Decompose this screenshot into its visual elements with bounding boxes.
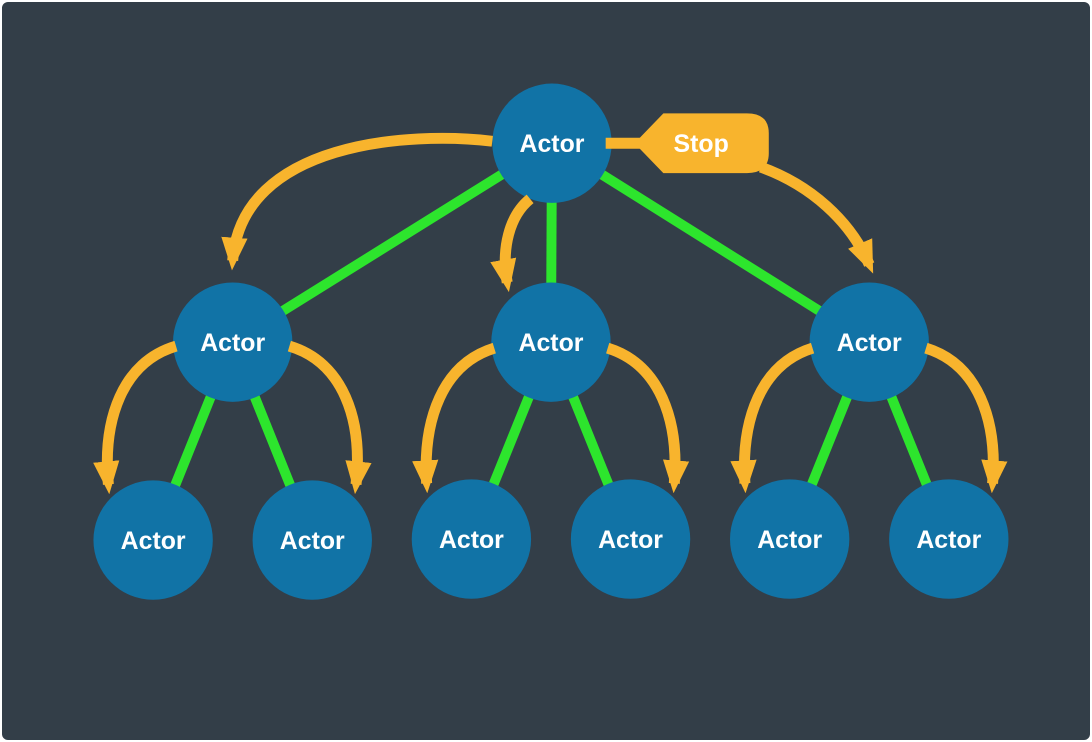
actor-node-root: [492, 83, 612, 203]
actor-node-leaf-4: [730, 479, 850, 599]
actor-nodes: [93, 83, 1009, 600]
arrow-stop-to-middle-2: [758, 161, 875, 274]
stop-tag: Stop: [634, 113, 769, 174]
actor-node-middle-0: [173, 282, 293, 402]
arrow-middle-0-to-leaf-0: [93, 340, 178, 495]
actor-label-middle-0: Actor: [200, 329, 265, 357]
actor-labels: Actor Actor Actor Actor Actor Actor Acto…: [121, 130, 982, 555]
actor-node-leaf-3: [570, 479, 691, 599]
actor-node-leaf-2: [411, 479, 532, 599]
actor-label-leaf-2: Actor: [439, 526, 504, 554]
actor-label-root: Actor: [520, 130, 585, 158]
arrow-middle-1-to-leaf-2: [412, 342, 497, 494]
arrow-middle-2-to-leaf-4: [730, 342, 815, 494]
actor-node-middle-2: [809, 282, 929, 402]
actor-node-leaf-0: [93, 480, 213, 600]
actor-label-leaf-0: Actor: [121, 527, 186, 555]
actor-label-leaf-5: Actor: [916, 526, 981, 554]
stop-tag-shape: [634, 113, 769, 174]
actor-label-middle-1: Actor: [519, 329, 584, 357]
actor-label-leaf-3: Actor: [598, 526, 663, 554]
stop-tag-label: Stop: [674, 130, 729, 158]
actor-label-leaf-4: Actor: [757, 526, 822, 554]
arrow-middle-1-to-leaf-3: [605, 342, 690, 494]
stop-signal-arrows: [93, 132, 1008, 495]
link-root-middle-0: [230, 139, 555, 347]
actor-node-leaf-5: [889, 479, 1009, 599]
arrow-root-to-middle-0: [221, 132, 493, 271]
actor-node-leaf-1: [252, 480, 372, 600]
arrow-middle-0-to-leaf-1: [287, 340, 372, 495]
arrow-middle-2-to-leaf-5: [924, 342, 1008, 494]
actor-label-leaf-1: Actor: [280, 527, 345, 555]
arrow-root-to-middle-1: [490, 194, 534, 293]
link-root-middle-2: [549, 139, 872, 347]
actor-node-middle-1: [491, 282, 611, 402]
actor-label-middle-2: Actor: [837, 329, 902, 357]
